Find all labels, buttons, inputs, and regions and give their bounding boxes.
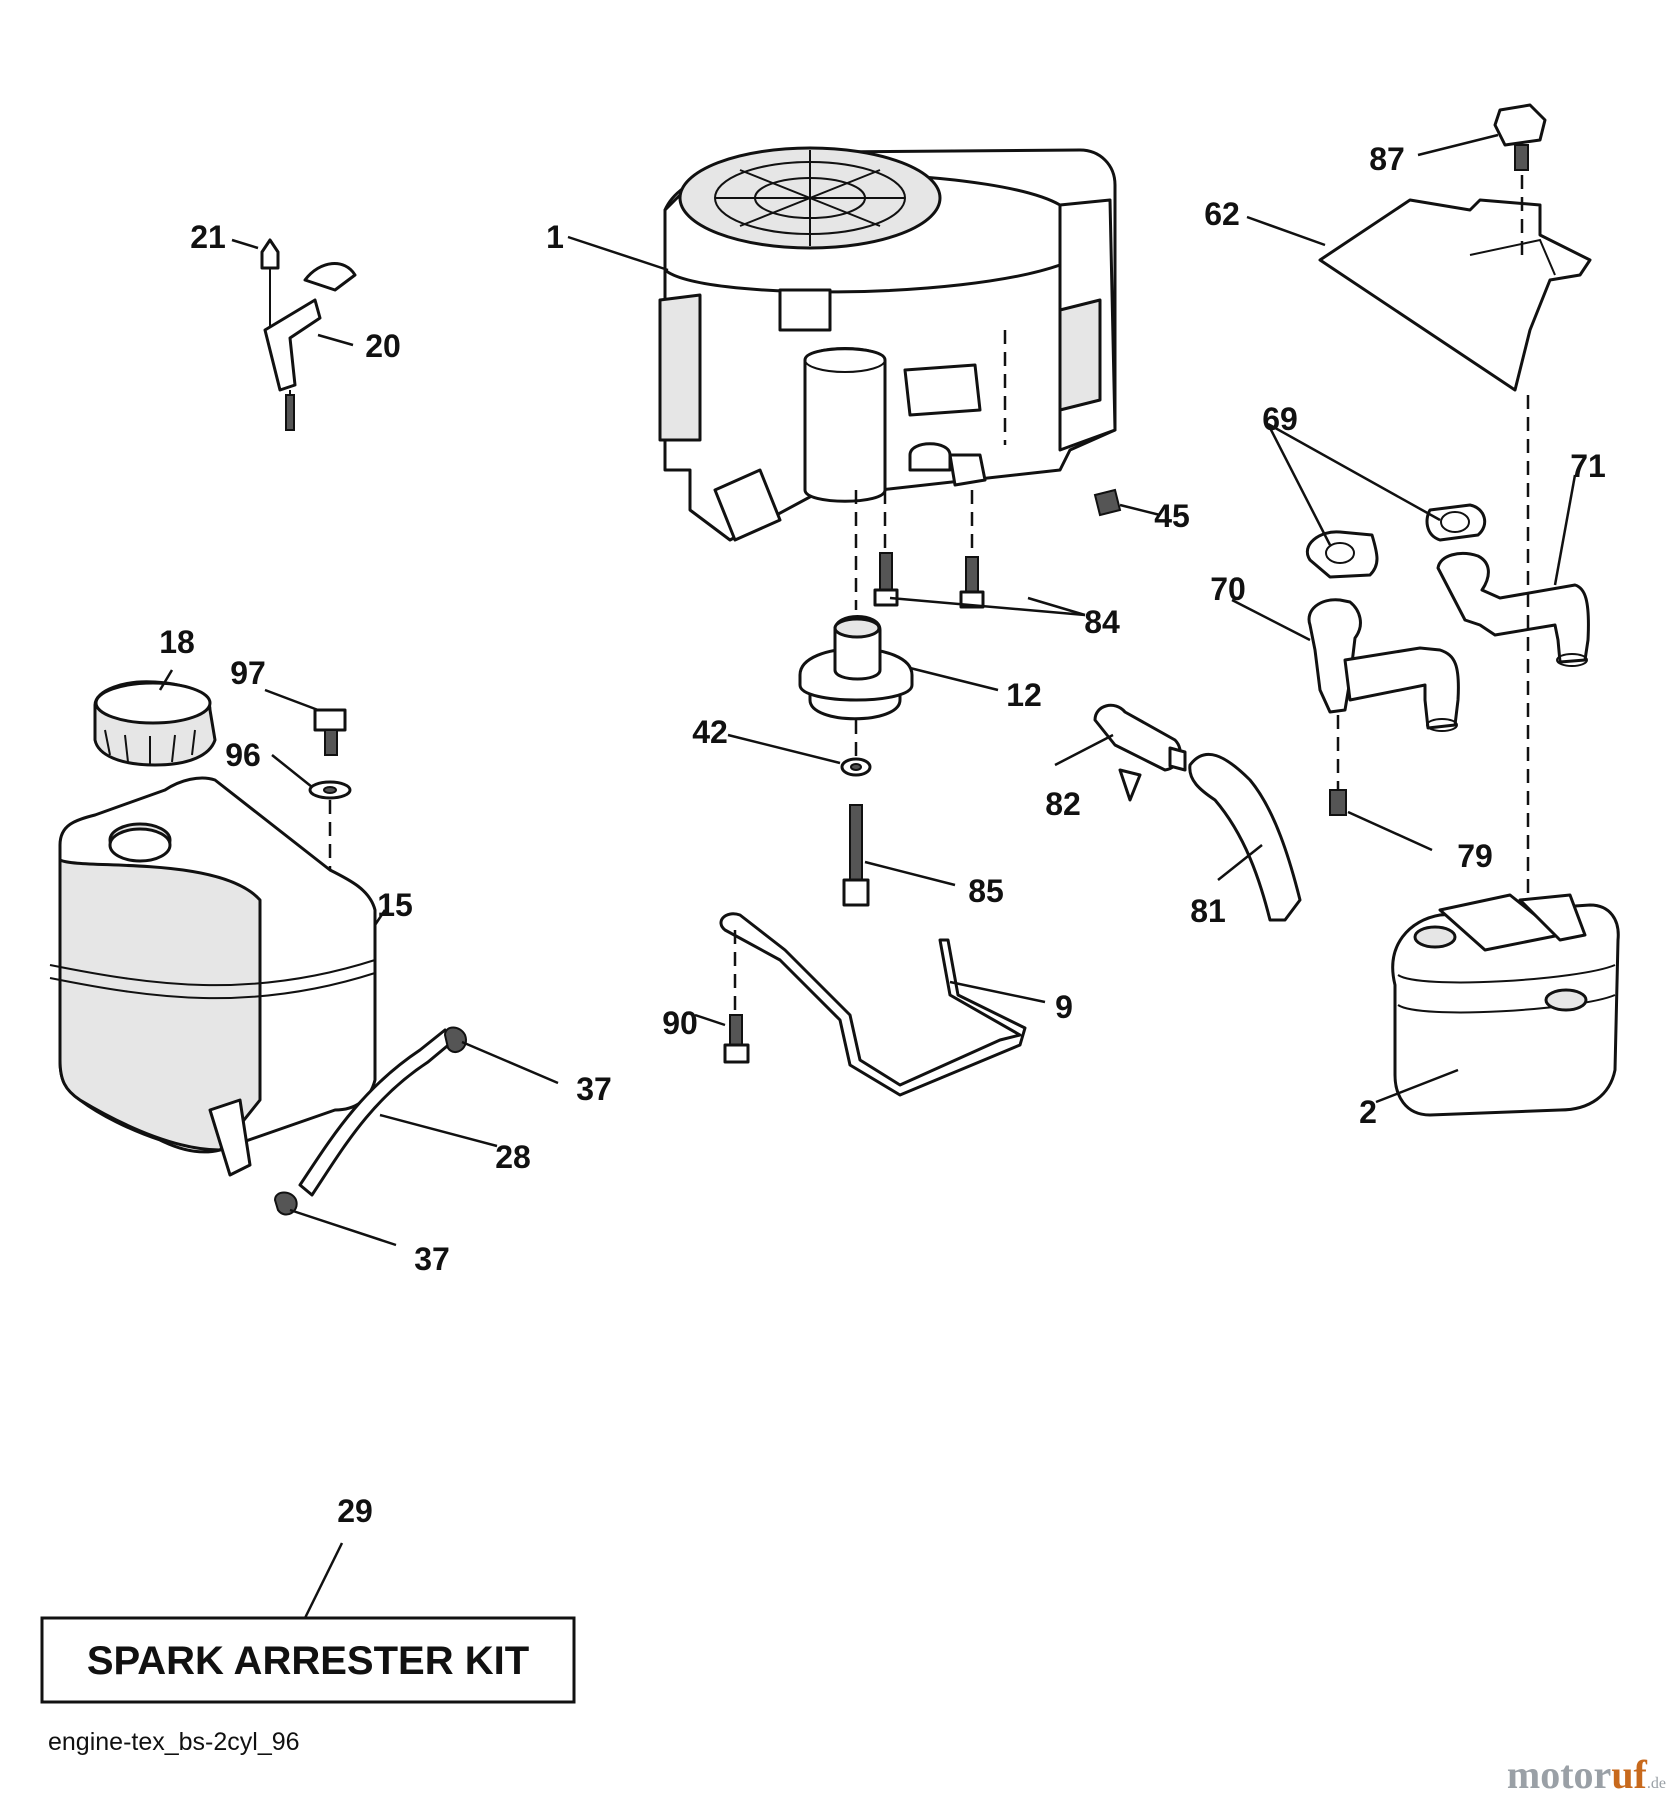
fuel-line-bracket-illustration (719, 912, 1027, 1097)
fuel-tank-illustration (49, 776, 377, 1177)
watermark-accent: uf (1611, 1752, 1647, 1797)
engine-illustration (658, 146, 1117, 542)
callout-79: 79 (1457, 838, 1493, 874)
callout-20: 20 (365, 328, 401, 364)
exhaust-pipes-illustration (1307, 552, 1590, 816)
diagram-caption: engine-tex_bs-2cyl_96 (48, 1728, 300, 1756)
callout-81: 81 (1190, 893, 1226, 929)
callout-21: 21 (190, 219, 226, 255)
svg-text:motoruf.de: motoruf.de (1507, 1752, 1666, 1797)
callout-15: 15 (377, 887, 413, 923)
callout-1: 1 (546, 219, 564, 255)
callout-97: 97 (230, 655, 266, 691)
watermark-main: motor (1507, 1752, 1611, 1797)
throttle-bracket-illustration (260, 238, 357, 431)
callout-42: 42 (692, 714, 728, 750)
pulley-illustration (798, 490, 985, 907)
callout-71: 71 (1570, 448, 1606, 484)
callout-45: 45 (1154, 498, 1190, 534)
callout-90: 90 (662, 1005, 698, 1041)
exhaust-gaskets-illustration (1306, 503, 1487, 579)
spark-arrester-kit-label: SPARK ARRESTER KIT (87, 1639, 529, 1683)
callout-2: 2 (1359, 1094, 1377, 1130)
nut-illustration (1093, 488, 1122, 517)
callout-69: 69 (1262, 401, 1298, 437)
watermark-suffix: .de (1647, 1775, 1666, 1792)
callout-70: 70 (1210, 571, 1246, 607)
callout-37-lower: 37 (414, 1241, 450, 1277)
fuel-cap-illustration (93, 680, 217, 767)
motoruf-watermark: motoruf.de (1507, 1752, 1666, 1797)
callout-84: 84 (1084, 604, 1120, 640)
callout-37-upper: 37 (576, 1071, 612, 1107)
muffler-illustration (1391, 395, 1620, 1117)
callout-12: 12 (1006, 677, 1042, 713)
muffler-shield-illustration (1318, 103, 1592, 392)
callout-82: 82 (1045, 786, 1081, 822)
callout-9: 9 (1055, 989, 1073, 1025)
callout-62: 62 (1204, 196, 1240, 232)
callout-labels: 1 21 20 62 87 45 84 12 69 70 71 79 82 81… (159, 141, 1606, 1529)
spark-arrester-kit: SPARK ARRESTER KIT (40, 1616, 576, 1704)
callout-18: 18 (159, 624, 195, 660)
callout-29: 29 (337, 1493, 373, 1529)
fuel-hose-illustration (273, 1026, 467, 1216)
callout-85: 85 (968, 873, 1004, 909)
callout-96: 96 (225, 737, 261, 773)
callout-28: 28 (495, 1139, 531, 1175)
fuel-filter-illustration (1093, 703, 1302, 922)
callout-87: 87 (1369, 141, 1405, 177)
leader-lines (158, 133, 1577, 1619)
